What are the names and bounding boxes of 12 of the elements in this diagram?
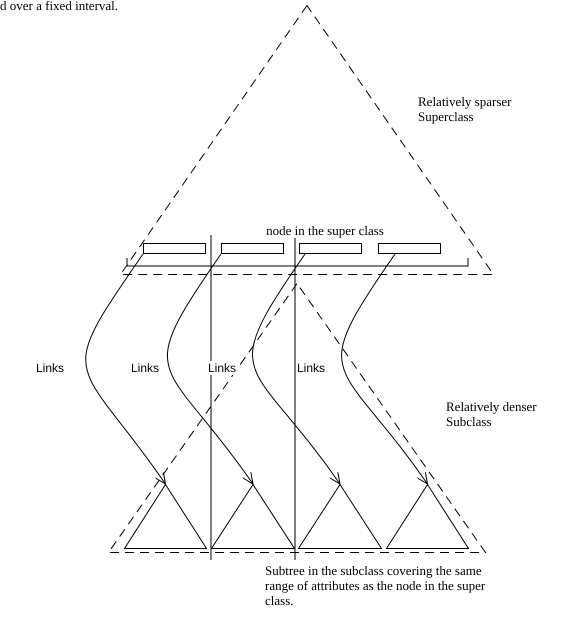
subtree-caption: Subtree in the subclass covering the same range of attributes as the node in the super class. <box>265 563 486 608</box>
link-arrow <box>341 254 428 484</box>
caption-fragment: d over a fixed interval. <box>0 0 120 13</box>
edge-label: Links <box>296 361 326 375</box>
edge-label: Links <box>130 361 160 375</box>
edge-label: Links <box>35 361 66 375</box>
link-arrow <box>252 254 340 484</box>
class-label: Relatively sparser Superclass <box>418 94 512 124</box>
class-label: Relatively denser Subclass <box>446 399 538 429</box>
link-arrow <box>85 254 166 484</box>
link-arrow <box>166 254 254 484</box>
edge-label: Links <box>207 361 238 375</box>
